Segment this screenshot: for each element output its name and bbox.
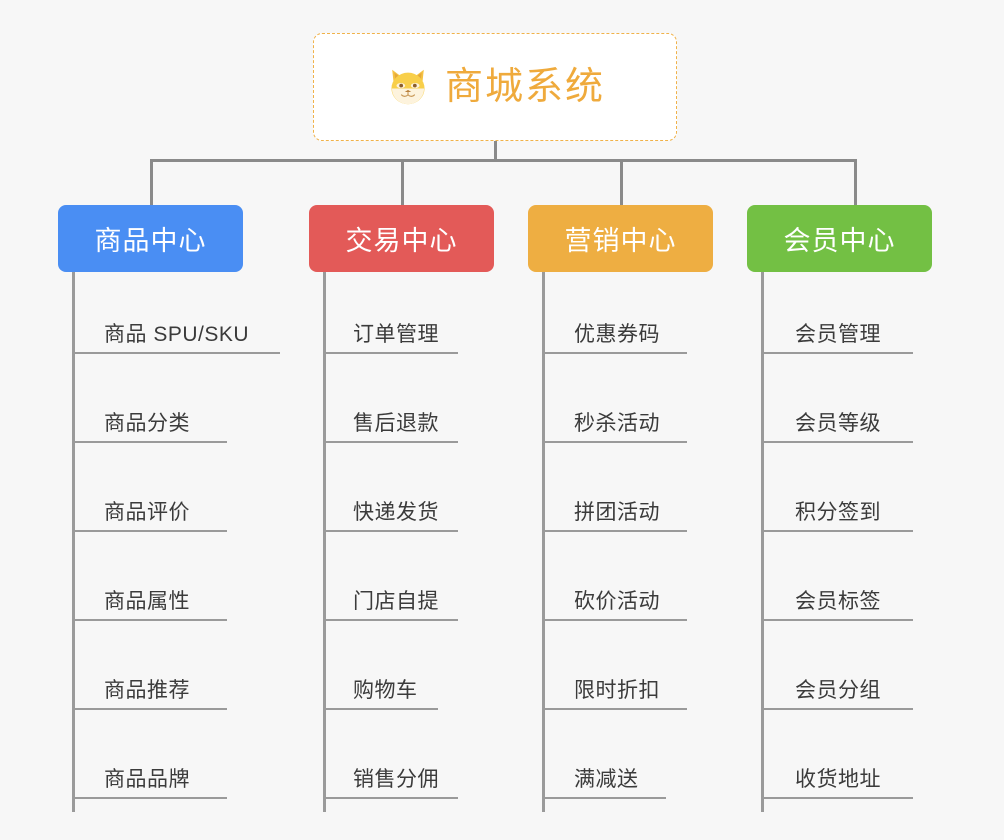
leaf-item-2-2[interactable]: 拼团活动 (542, 501, 687, 532)
leaf-rule-0-5 (72, 797, 227, 799)
leaf-label-0-3: 商品属性 (104, 590, 190, 613)
leaf-item-3-1[interactable]: 会员等级 (761, 412, 913, 443)
category-header-3[interactable]: 会员中心 (747, 205, 932, 272)
leaf-rule-0-0 (72, 352, 280, 354)
leaf-item-1-5[interactable]: 销售分佣 (323, 768, 458, 799)
category-header-2[interactable]: 营销中心 (528, 205, 713, 272)
drop-connector-3 (620, 159, 623, 205)
leaf-item-2-0[interactable]: 优惠券码 (542, 323, 687, 354)
leaf-rule-2-3 (542, 619, 687, 621)
leaf-label-3-1: 会员等级 (795, 412, 881, 435)
category-header-0[interactable]: 商品中心 (58, 205, 243, 272)
leaf-item-0-4[interactable]: 商品推荐 (72, 679, 227, 710)
leaf-label-3-4: 会员分组 (795, 679, 881, 702)
leaf-rule-0-1 (72, 441, 227, 443)
leaf-label-1-2: 快递发货 (353, 501, 439, 524)
leaf-rule-2-1 (542, 441, 687, 443)
leaf-rule-0-4 (72, 708, 227, 710)
leaf-rule-3-4 (761, 708, 913, 710)
root-stem-connector (494, 141, 497, 161)
leaf-rule-3-5 (761, 797, 913, 799)
leaf-label-1-1: 售后退款 (353, 412, 439, 435)
leaf-label-1-0: 订单管理 (353, 323, 439, 346)
category-header-label-2: 营销中心 (564, 226, 677, 256)
leaf-item-1-1[interactable]: 售后退款 (323, 412, 458, 443)
horizontal-bus-connector (150, 159, 857, 162)
leaf-label-0-5: 商品品牌 (104, 768, 190, 791)
leaf-item-0-2[interactable]: 商品评价 (72, 501, 227, 532)
leaf-item-2-1[interactable]: 秒杀活动 (542, 412, 687, 443)
leaf-rule-0-2 (72, 530, 227, 532)
root-node-title: 商城系统 (444, 66, 605, 108)
leaf-item-0-1[interactable]: 商品分类 (72, 412, 227, 443)
leaf-rule-1-4 (323, 708, 438, 710)
leaf-label-2-1: 秒杀活动 (574, 412, 660, 435)
leaf-label-3-5: 收货地址 (795, 768, 881, 791)
drop-connector-1 (150, 159, 153, 205)
leaf-item-3-5[interactable]: 收货地址 (761, 768, 913, 799)
drop-connector-2 (401, 159, 404, 205)
leaf-rule-2-0 (542, 352, 687, 354)
leaf-label-0-4: 商品推荐 (104, 679, 190, 702)
leaf-label-3-3: 会员标签 (795, 590, 881, 613)
category-header-1[interactable]: 交易中心 (309, 205, 494, 272)
leaf-label-1-5: 销售分佣 (353, 768, 439, 791)
leaf-item-1-2[interactable]: 快递发货 (323, 501, 458, 532)
leaf-label-0-0: 商品 SPU/SKU (104, 323, 250, 346)
leaf-rule-1-0 (323, 352, 458, 354)
leaf-rule-3-2 (761, 530, 913, 532)
leaf-label-1-3: 门店自提 (353, 590, 439, 613)
category-header-label-3: 会员中心 (783, 226, 896, 256)
leaf-label-1-4: 购物车 (353, 679, 418, 702)
column-trunk-3 (761, 272, 764, 812)
leaf-rule-1-1 (323, 441, 458, 443)
leaf-label-2-2: 拼团活动 (574, 501, 660, 524)
leaf-label-2-0: 优惠券码 (574, 323, 660, 346)
leaf-item-1-0[interactable]: 订单管理 (323, 323, 458, 354)
leaf-rule-1-3 (323, 619, 458, 621)
column-trunk-2 (542, 272, 545, 812)
root-node-mall-system[interactable]: 商城系统 (313, 33, 677, 141)
leaf-label-3-2: 积分签到 (795, 501, 881, 524)
leaf-label-2-5: 满减送 (574, 768, 639, 791)
category-header-label-0: 商品中心 (94, 226, 207, 256)
leaf-rule-1-5 (323, 797, 458, 799)
leaf-rule-3-3 (761, 619, 913, 621)
drop-connector-4 (854, 159, 857, 205)
leaf-item-3-4[interactable]: 会员分组 (761, 679, 913, 710)
leaf-label-0-2: 商品评价 (104, 501, 190, 524)
leaf-label-2-4: 限时折扣 (574, 679, 660, 702)
leaf-item-1-3[interactable]: 门店自提 (323, 590, 458, 621)
column-trunk-1 (323, 272, 326, 812)
leaf-rule-0-3 (72, 619, 227, 621)
leaf-item-3-2[interactable]: 积分签到 (761, 501, 913, 532)
column-trunk-0 (72, 272, 75, 812)
leaf-rule-3-1 (761, 441, 913, 443)
leaf-item-0-3[interactable]: 商品属性 (72, 590, 227, 621)
leaf-rule-1-2 (323, 530, 458, 532)
leaf-item-2-3[interactable]: 砍价活动 (542, 590, 687, 621)
leaf-item-3-0[interactable]: 会员管理 (761, 323, 913, 354)
leaf-item-1-4[interactable]: 购物车 (323, 679, 438, 710)
leaf-item-0-0[interactable]: 商品 SPU/SKU (72, 323, 280, 354)
leaf-label-3-0: 会员管理 (795, 323, 881, 346)
leaf-rule-2-4 (542, 708, 687, 710)
leaf-item-0-5[interactable]: 商品品牌 (72, 768, 227, 799)
leaf-rule-2-2 (542, 530, 687, 532)
category-header-label-1: 交易中心 (345, 226, 458, 256)
leaf-label-0-1: 商品分类 (104, 412, 190, 435)
leaf-label-2-3: 砍价活动 (574, 590, 660, 613)
leaf-item-2-5[interactable]: 满减送 (542, 768, 666, 799)
shiba-dog-face-icon (385, 64, 431, 110)
leaf-rule-2-5 (542, 797, 666, 799)
leaf-item-3-3[interactable]: 会员标签 (761, 590, 913, 621)
leaf-rule-3-0 (761, 352, 913, 354)
leaf-item-2-4[interactable]: 限时折扣 (542, 679, 687, 710)
